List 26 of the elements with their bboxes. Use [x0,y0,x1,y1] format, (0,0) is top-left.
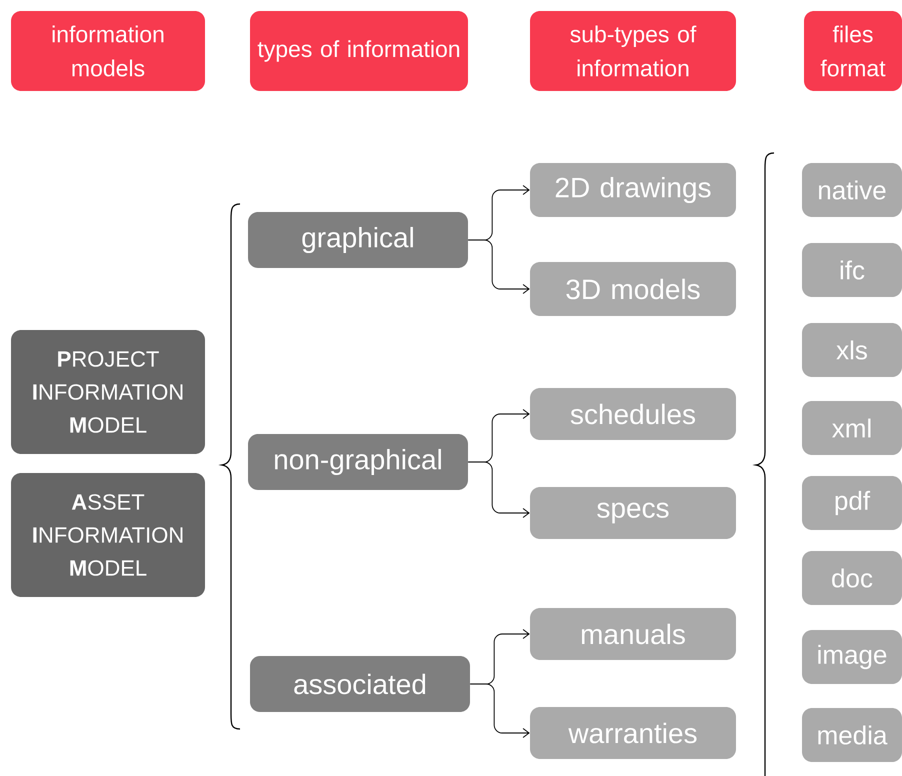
subtype-box: specs [530,487,736,539]
header-box: files format [804,11,902,91]
subtype-box: 3D models [530,262,736,316]
header-box: sub-types of information [530,11,736,91]
type-box: non-graphical [248,434,468,490]
header-box: types of information [250,11,468,91]
subtype-box: warranties [530,707,736,759]
model-box: ASSET INFORMATION MODEL [11,473,205,597]
format-box: ifc [802,243,902,297]
header-box: information models [11,11,205,91]
subtype-box: 2D drawings [530,163,736,217]
model-box: PROJECT INFORMATION MODEL [11,330,205,454]
format-box: pdf [802,476,902,530]
arrow [468,462,530,518]
type-box: graphical [248,212,468,268]
arrow [470,684,530,738]
subtype-box: schedules [530,388,736,440]
type-box: associated [250,656,470,712]
format-box: native [802,163,902,217]
format-box: xls [802,323,902,377]
format-box: xml [802,401,902,455]
format-box: image [802,630,902,684]
format-box: doc [802,551,902,605]
format-box: media [802,708,902,762]
subtype-box: manuals [530,608,736,660]
arrow [468,240,530,294]
